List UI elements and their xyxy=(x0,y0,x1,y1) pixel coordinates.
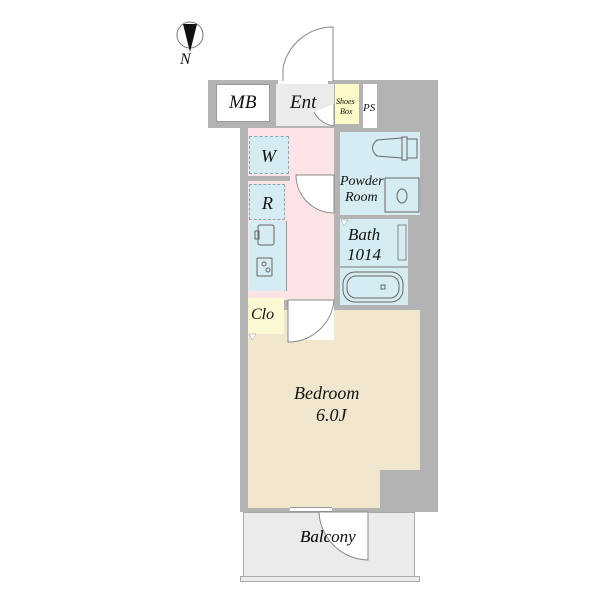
shoes-box-label-line2: Box xyxy=(340,107,353,116)
bedroom-closet-cutout xyxy=(248,298,284,334)
entrance-label: Ent xyxy=(290,92,317,113)
entrance-inner-door-icon xyxy=(313,104,335,127)
washer-divider xyxy=(248,176,290,181)
bath-label-line1: Bath xyxy=(348,225,381,244)
balcony-rail xyxy=(240,576,420,582)
powder-bath-divider xyxy=(340,215,420,219)
bedroom-label-line2: 6.0J xyxy=(316,405,347,425)
balcony-window xyxy=(290,507,332,512)
compass-label: N xyxy=(180,51,191,68)
closet-door-marker-icon xyxy=(248,333,257,341)
entrance-door-icon xyxy=(282,26,334,81)
powder-room-label-line1: Powder xyxy=(340,174,384,189)
door-marker-icon xyxy=(340,219,349,227)
powder-room-label-line2: Room xyxy=(345,190,378,205)
washbasin-icon xyxy=(384,177,420,213)
toilet-icon xyxy=(372,136,418,161)
bath-label-line2: 1014 xyxy=(347,245,381,264)
balcony-door-icon xyxy=(318,511,369,561)
refrigerator-space xyxy=(249,184,285,220)
stove-icon xyxy=(256,257,273,277)
bathtub-icon xyxy=(342,271,404,303)
balcony-label-top: Balcony xyxy=(300,527,356,546)
room-shoes-box xyxy=(335,84,359,124)
bedroom-door-icon xyxy=(287,299,335,343)
room-mb xyxy=(216,84,270,122)
powder-room-door-icon xyxy=(295,174,335,214)
closet-label-overlay: Clo xyxy=(251,306,275,323)
refrigerator-label: R xyxy=(262,193,273,213)
ps-label: PS xyxy=(363,102,376,114)
bedroom-column xyxy=(380,470,438,512)
room-ps xyxy=(363,84,377,128)
washer-label: W xyxy=(261,146,276,166)
mb-label: MB xyxy=(229,92,257,113)
north-arrow-icon xyxy=(176,21,204,52)
washer-space xyxy=(249,136,289,174)
kitchen-wet-wall xyxy=(334,128,340,308)
sink-icon xyxy=(254,224,275,246)
bedroom-label-line1: Bedroom xyxy=(294,383,360,403)
compass: N xyxy=(172,18,212,74)
bath-counter-icon xyxy=(397,224,407,261)
shoes-box-label-line1: Shoes xyxy=(336,97,355,106)
room-bath xyxy=(340,219,408,305)
